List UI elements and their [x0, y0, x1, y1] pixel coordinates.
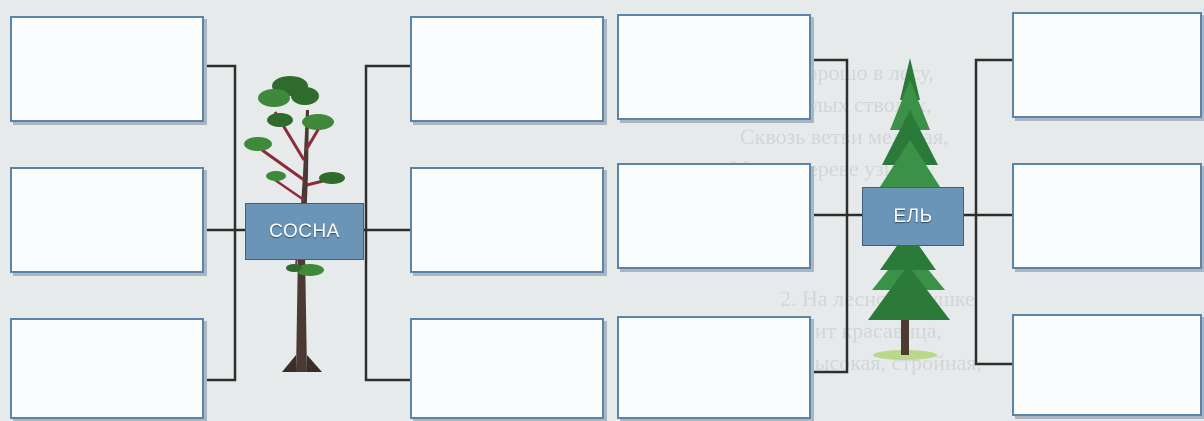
pine-answer-box-6[interactable]	[410, 318, 604, 419]
pine-answer-box-5[interactable]	[410, 167, 604, 273]
spruce-answer-box-3[interactable]	[617, 316, 811, 419]
spruce-label: ЕЛЬ	[862, 187, 964, 246]
pine-answer-box-3[interactable]	[10, 318, 204, 419]
spruce-answer-box-1[interactable]	[617, 14, 811, 120]
pine-answer-box-2[interactable]	[10, 167, 204, 273]
spruce-answer-box-2[interactable]	[617, 163, 811, 269]
spruce-answer-box-4[interactable]	[1012, 12, 1202, 118]
spruce-answer-box-5[interactable]	[1012, 163, 1202, 269]
spruce-answer-box-6[interactable]	[1012, 314, 1202, 416]
pine-answer-box-4[interactable]	[410, 16, 604, 122]
pine-label: СОСНА	[245, 203, 364, 260]
pine-answer-box-1[interactable]	[10, 16, 204, 122]
